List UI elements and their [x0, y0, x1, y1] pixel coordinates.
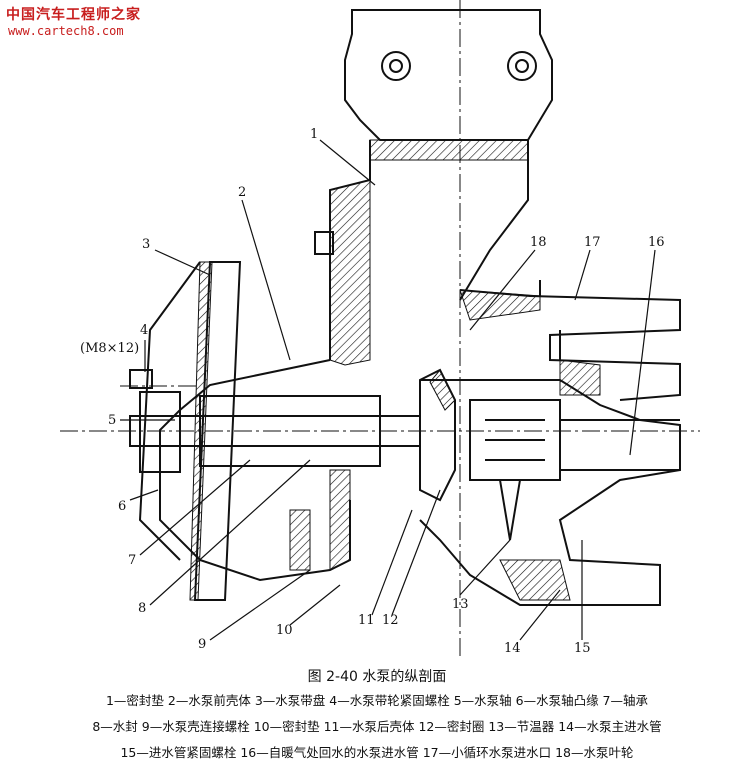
callout-11: 11 — [358, 613, 375, 628]
legend-line-1: 1—密封垫 2—水泵前壳体 3—水泵带盘 4—水泵带轮紧固螺栓 5—水泵轴 6—… — [105, 693, 648, 708]
callout-3: 3 — [142, 237, 150, 252]
callout-18: 18 — [530, 235, 547, 250]
callout-16: 16 — [648, 235, 665, 250]
figure-title: 图 2-40 水泵的纵剖面 — [307, 669, 447, 685]
callout-7: 7 — [128, 553, 136, 568]
water-pump-section-drawing: 1 2 3 4 (M8×12) 5 6 7 8 9 10 11 12 13 14… — [60, 0, 700, 660]
callout-13: 13 — [452, 597, 469, 612]
m8-note: (M8×12) — [80, 341, 139, 356]
callout-15: 15 — [574, 641, 591, 656]
callout-6: 6 — [118, 499, 126, 514]
callout-leaders — [120, 139, 656, 641]
legend-line-3: 15—进水管紧固螺栓 16—自暖气处回水的水泵进水管 17—小循环水泵进水口 1… — [120, 745, 634, 760]
housing-outline — [129, 9, 681, 606]
callout-12: 12 — [382, 613, 399, 628]
callout-1: 1 — [310, 127, 318, 142]
legend-line-2: 8—水封 9—水泵壳连接螺栓 10—密封垫 11—水泵后壳体 12—密封圈 13… — [92, 719, 662, 734]
callout-2: 2 — [238, 185, 246, 200]
watermark-site-url: www.cartech8.com — [8, 24, 124, 38]
callout-10: 10 — [276, 623, 293, 638]
callout-labels: 1 2 3 4 (M8×12) 5 6 7 8 9 10 11 12 13 14… — [80, 127, 665, 656]
callout-9: 9 — [198, 637, 206, 652]
hatched-sections — [189, 139, 601, 601]
callout-14: 14 — [504, 641, 521, 656]
callout-8: 8 — [138, 601, 146, 616]
callout-5: 5 — [108, 413, 116, 428]
center-lines — [60, 0, 700, 660]
callout-17: 17 — [584, 235, 601, 250]
callout-4: 4 — [140, 323, 148, 338]
watermark-site-name: 中国汽车工程师之家 — [6, 7, 141, 23]
